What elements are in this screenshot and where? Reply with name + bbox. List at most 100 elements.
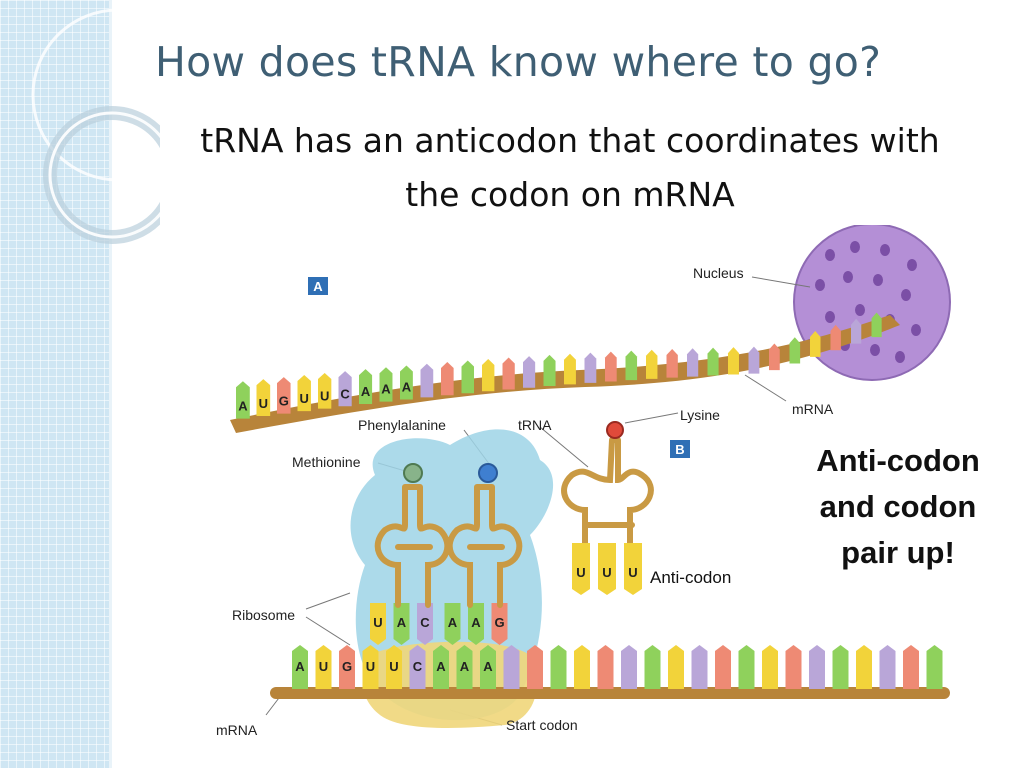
- bottom-nucleotide: [386, 645, 402, 689]
- top-nucleotide: [871, 312, 882, 338]
- slide-subtitle: tRNA has an anticodon that coordinates w…: [140, 114, 1000, 222]
- nuclear-pore: [825, 311, 835, 323]
- anticodon-base-letter: C: [420, 615, 430, 630]
- bottom-nucleotide: [503, 645, 520, 689]
- bottom-nucleotide: [597, 645, 614, 689]
- top-nucleotide: [318, 373, 332, 409]
- bottom-nucleotide: [809, 645, 825, 689]
- methionine-label: Methionine: [292, 454, 361, 470]
- bottom-nucleotide: [433, 645, 449, 689]
- bottom-base-letter: A: [436, 659, 446, 674]
- top-base-letter: U: [300, 391, 309, 406]
- top-nucleotide: [441, 362, 454, 396]
- top-nucleotide: [625, 350, 638, 381]
- bottom-nucleotide: [621, 645, 637, 689]
- bottom-base-letter: U: [366, 659, 375, 674]
- top-nucleotide: [359, 369, 373, 404]
- bottom-nucleotide: [903, 645, 919, 689]
- top-nucleotide: [584, 352, 597, 383]
- top-nucleotide: [461, 360, 475, 394]
- top-base-letter: A: [238, 399, 248, 414]
- free-anticodon-nucleotide: [598, 543, 616, 595]
- top-base-letter: A: [402, 379, 412, 394]
- anticodon-base-letter: G: [494, 615, 504, 630]
- bottom-nucleotide: [926, 645, 943, 689]
- slide-title: How does tRNA know where to go?: [155, 38, 882, 86]
- phenylalanine-amino-acid: [478, 463, 498, 483]
- mrna-top-label: mRNA: [792, 401, 834, 417]
- bottom-nucleotide: [527, 645, 543, 689]
- top-nucleotide: [543, 354, 556, 387]
- top-nucleotide: [502, 357, 515, 390]
- top-nucleotide: [851, 318, 862, 344]
- top-nucleotide: [830, 324, 841, 351]
- bottom-base-letter: U: [319, 659, 328, 674]
- anticodon-base-letter: A: [448, 615, 458, 630]
- decorative-rings: [31, 8, 160, 244]
- bottom-nucleotide: [832, 645, 849, 689]
- nuclear-pore: [873, 274, 883, 286]
- methionine-amino-acid: [403, 463, 423, 483]
- bottom-base-letter: U: [389, 659, 398, 674]
- bottom-nucleotide: [480, 645, 496, 689]
- top-nucleotide: [769, 343, 780, 371]
- top-nucleotide: [400, 365, 413, 400]
- trna-phenylalanine: [446, 484, 523, 608]
- anticodon-nucleotide: [417, 603, 433, 645]
- bottom-nucleotide: [879, 645, 896, 689]
- bottom-nucleotide: [785, 645, 802, 689]
- top-nucleotide: [297, 375, 311, 412]
- mrna-bottom-label: mRNA: [216, 722, 258, 738]
- nuclear-pore: [911, 324, 921, 336]
- panel-a-marker: A: [308, 277, 328, 295]
- bottom-base-letter: A: [460, 659, 470, 674]
- top-nucleotide: [646, 349, 658, 379]
- top-nucleotide: [707, 347, 719, 376]
- free-anticodon-letter: U: [576, 565, 585, 580]
- subtitle-line-2: the codon on mRNA: [405, 175, 735, 214]
- start-codon-label: Start codon: [506, 717, 578, 733]
- top-nucleotide: [687, 348, 699, 377]
- top-nucleotide: [482, 358, 495, 392]
- top-base-letter: A: [361, 384, 371, 399]
- ribosome-label: Ribosome: [232, 607, 295, 623]
- left-decorative-band: [0, 0, 112, 768]
- callout-line-1: Anti-codon: [816, 443, 980, 478]
- bottom-nucleotide: [292, 645, 308, 689]
- top-base-letter: C: [340, 386, 350, 401]
- bottom-nucleotide: [715, 645, 731, 689]
- nuclear-pore: [850, 241, 860, 253]
- bottom-base-letter: G: [342, 659, 352, 674]
- trna-methionine: [374, 484, 451, 608]
- bottom-nucleotide: [668, 645, 684, 689]
- bottom-nucleotide: [762, 645, 778, 689]
- free-anticodon-letter: U: [628, 565, 637, 580]
- anticodon-base-letter: A: [397, 615, 407, 630]
- bottom-nucleotide: [644, 645, 661, 689]
- free-anticodon-nucleotide: [572, 543, 590, 595]
- nuclear-pore: [815, 279, 825, 291]
- anti-codon-label: Anti-codon: [650, 568, 731, 587]
- trna-label: tRNA: [518, 417, 552, 433]
- nuclear-pore: [870, 344, 880, 356]
- nucleus-label: Nucleus: [693, 265, 744, 281]
- anticodon-base-letter: U: [373, 615, 382, 630]
- top-nucleotide: [338, 371, 352, 407]
- phenylalanine-label: Phenylalanine: [358, 417, 446, 433]
- lysine-amino-acid: [606, 421, 624, 439]
- top-nucleotide: [420, 363, 434, 398]
- panel-b-marker: B: [670, 440, 690, 458]
- free-anticodon-nucleotide: [624, 543, 642, 595]
- top-nucleotide: [748, 346, 760, 374]
- callout-line-3: pair up!: [841, 535, 955, 570]
- anticodon-nucleotide: [393, 603, 410, 645]
- bottom-nucleotide: [456, 645, 473, 689]
- top-nucleotide: [666, 349, 678, 378]
- anticodon-nucleotide: [444, 603, 461, 645]
- bottom-nucleotide: [691, 645, 708, 689]
- nuclear-pore: [843, 271, 853, 283]
